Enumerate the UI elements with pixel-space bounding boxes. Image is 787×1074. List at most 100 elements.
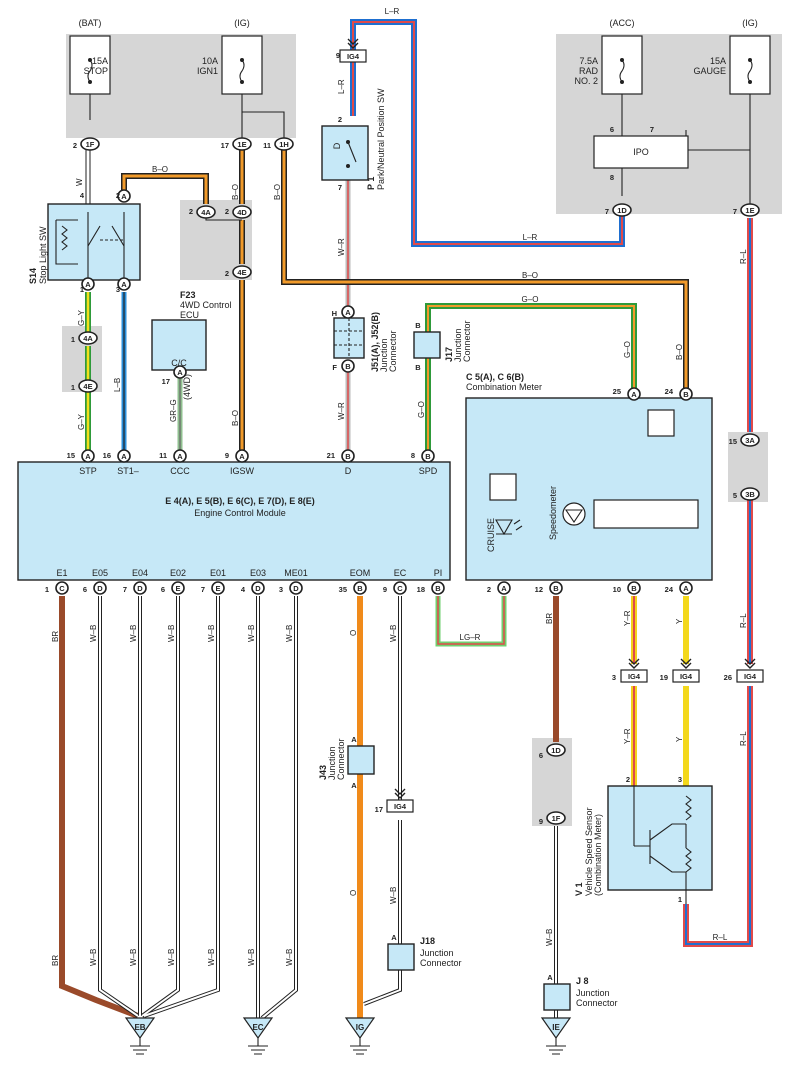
wire-l-r-stripe — [352, 21, 623, 245]
pin-label: F — [332, 363, 337, 372]
pin-label: A — [547, 973, 553, 982]
connector-label: B — [425, 452, 431, 461]
connector-label: 3A — [745, 436, 755, 445]
wire-label: G–O — [522, 295, 539, 304]
j51-code: J51(A), J52(B) — [370, 312, 380, 372]
connector-label: A — [121, 452, 127, 461]
ecm-terminal: ME01 — [284, 568, 308, 578]
connector-label: 3B — [745, 490, 755, 499]
connector-a: A — [497, 581, 511, 595]
pin-label: 35 — [339, 585, 347, 594]
wire-label: W–B — [247, 625, 256, 642]
wire-label: L–R — [385, 7, 400, 16]
wire-label: Y–R — [623, 610, 632, 626]
fuse-ign1-rating: 10A — [202, 56, 218, 66]
pin-label: A — [391, 933, 397, 942]
connector-ig4: IG4 — [386, 788, 414, 813]
connector-a: A — [117, 449, 131, 463]
connector-1h: 1H — [274, 137, 294, 151]
pin-label: 11 — [263, 141, 271, 150]
pin-label: 7 — [123, 585, 127, 594]
vehicle-speed-sensor — [607, 785, 713, 904]
wire-label: G–O — [417, 401, 426, 418]
combination-meter — [465, 397, 713, 581]
connector-a: A — [81, 449, 95, 463]
connector-label: D — [255, 584, 261, 593]
pin-label: 9 — [539, 817, 543, 826]
pin-label: 25 — [613, 387, 621, 396]
ipo-label: IPO — [633, 147, 649, 157]
ecm-terminal: E05 — [92, 568, 108, 578]
p1-d: D — [332, 142, 342, 149]
wire-label: W–R — [337, 402, 346, 420]
wire-b-o-s14-stripe — [122, 174, 208, 204]
wire-label: W–R — [337, 238, 346, 256]
j17-name2: Connector — [462, 320, 472, 362]
connector-label: B — [683, 390, 689, 399]
p1-name: Park/Neutral Position SW — [376, 88, 386, 190]
pin-label: 4 — [80, 191, 85, 200]
junction-j18 — [387, 943, 415, 971]
wire-label: W–B — [129, 949, 138, 966]
wire-label: W–B — [89, 949, 98, 966]
pin-label: 3 — [279, 585, 283, 594]
wire-label: W–B — [545, 929, 554, 946]
connector-b: B — [341, 359, 355, 373]
j43-code: J43 — [318, 765, 328, 780]
pin-label: 7 — [605, 207, 609, 216]
wire-label: G–Y — [77, 413, 86, 430]
pin-label: A — [351, 781, 357, 790]
j8-name: Junction — [576, 988, 610, 998]
pin-label: A — [351, 735, 357, 744]
connector-label: A — [345, 308, 351, 317]
pin-label: 19 — [660, 673, 668, 682]
pin-label: 1 — [80, 285, 84, 294]
speedometer-label: Speedometer — [548, 486, 558, 540]
s14-code: S14 — [28, 268, 38, 284]
fwd-label: (4WD) — [182, 374, 192, 400]
connector-d: D — [133, 581, 147, 595]
wire-label: W–B — [89, 625, 98, 642]
j8-code: J 8 — [576, 976, 589, 986]
v1-name: Vehicle Speed Sensor — [584, 807, 594, 896]
wire-label: BR — [51, 631, 60, 642]
connector-b: B — [679, 387, 693, 401]
connector-d: D — [251, 581, 265, 595]
connector-label: A — [683, 584, 689, 593]
connector-label: A — [177, 368, 183, 377]
pin-label: 8 — [411, 451, 415, 460]
pin-label: 2 — [338, 115, 342, 124]
ecm-terminal: E01 — [210, 568, 226, 578]
ecm-terminal: E04 — [132, 568, 148, 578]
connector-4e: 4E — [232, 265, 252, 279]
wire-label: W–B — [389, 625, 398, 642]
wire-label: W–B — [207, 949, 216, 966]
connector-label: B — [435, 584, 441, 593]
f23-cc: C/C — [171, 358, 187, 368]
j17-name: Junction — [453, 328, 463, 362]
fuse-gauge — [729, 35, 771, 95]
pin-label: 2 — [225, 269, 229, 278]
connector-b: B — [421, 449, 435, 463]
connector-1d: 1D — [546, 743, 566, 757]
pin-label: 12 — [535, 585, 543, 594]
wire-label: R–L — [739, 731, 748, 746]
connector-label: A — [239, 452, 245, 461]
meter-code: C 5(A), C 6(B) — [466, 372, 524, 382]
connector-a: A — [117, 189, 131, 203]
connector-4a: 4A — [196, 205, 216, 219]
connector-label: 1F — [552, 814, 561, 823]
pin-label: 18 — [417, 585, 425, 594]
pin-label: 1 — [71, 383, 75, 392]
fuse-stop-source: (BAT) — [79, 18, 102, 28]
pin-label: 9 — [225, 451, 229, 460]
wire-label: B–O — [231, 410, 240, 426]
fuse-rad-rating: 7.5A — [579, 56, 598, 66]
connector-1e: 1E — [232, 137, 252, 151]
connector-label: B — [345, 452, 351, 461]
wire-label: L–R — [523, 233, 538, 242]
connector-label: B — [553, 584, 559, 593]
j18-name2: Connector — [420, 958, 462, 968]
pin-label: 24 — [665, 387, 674, 396]
connector-label: 1F — [86, 140, 95, 149]
